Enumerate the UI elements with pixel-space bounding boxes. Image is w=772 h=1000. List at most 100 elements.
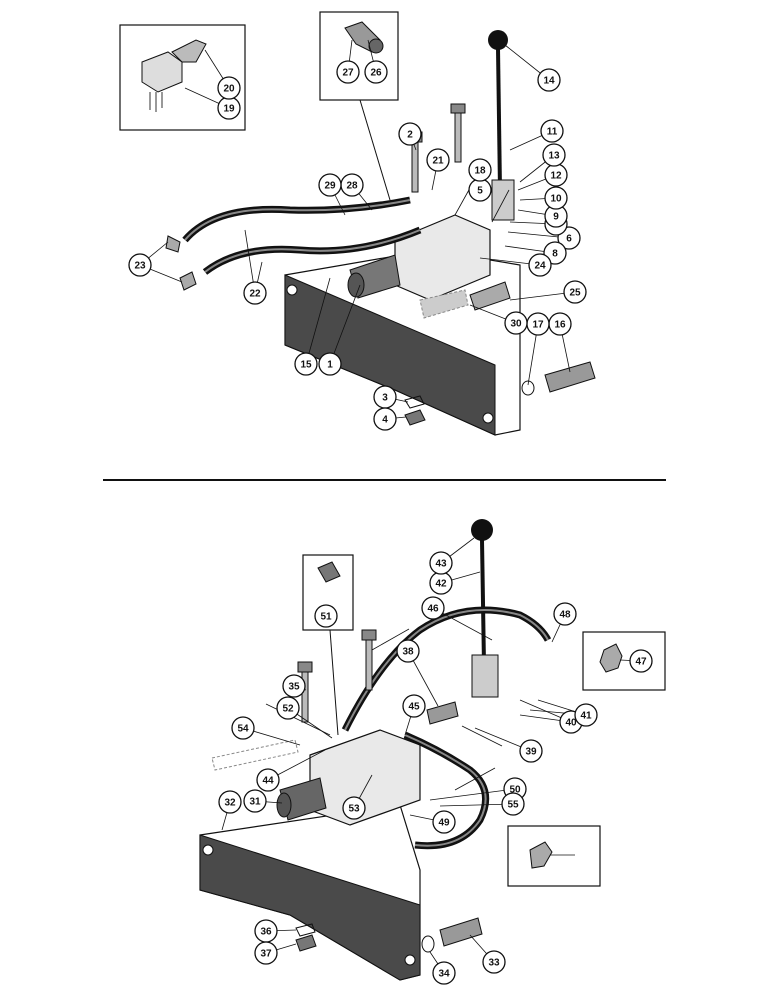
callout-label: 19 xyxy=(223,104,235,115)
callout-label: 53 xyxy=(348,804,360,815)
washer-34 xyxy=(421,935,435,953)
callout-label: 34 xyxy=(438,969,450,980)
callout-label: 44 xyxy=(262,776,274,787)
callout-label: 46 xyxy=(427,604,439,615)
control-lever-bottom xyxy=(480,539,486,666)
callout-35: 35 xyxy=(282,674,306,698)
bottom-assembly xyxy=(199,519,666,981)
callout-label: 42 xyxy=(435,579,447,590)
callout-label: 37 xyxy=(260,949,272,960)
callout-46: 46 xyxy=(421,596,445,620)
elbow-inset-lower xyxy=(529,841,553,869)
callout-label: 33 xyxy=(488,958,500,969)
lockwasher-3 xyxy=(404,395,425,409)
elbow-inset-upper xyxy=(599,643,623,673)
callout-36: 36 xyxy=(254,919,278,943)
callout-37: 37 xyxy=(254,941,278,965)
callout-28: 28 xyxy=(340,173,364,197)
callout-1: 1 xyxy=(318,352,342,376)
callout-17: 17 xyxy=(526,312,550,336)
callout-label: 43 xyxy=(435,559,447,570)
callout-41: 41 xyxy=(574,703,598,727)
lever-bracket-bottom xyxy=(471,654,499,698)
callout-label: 36 xyxy=(260,927,272,938)
callout-33: 33 xyxy=(482,950,506,974)
callout-label: 20 xyxy=(223,84,235,95)
elbow-fitting-inset xyxy=(141,39,207,112)
callout-19: 19 xyxy=(217,96,241,120)
callout-45: 45 xyxy=(402,694,426,718)
callout-label: 13 xyxy=(548,151,560,162)
callout-13: 13 xyxy=(542,143,566,167)
nut-37 xyxy=(295,934,317,952)
callout-label: 16 xyxy=(554,320,566,331)
callout-label: 50 xyxy=(509,785,521,796)
callout-2: 2 xyxy=(398,122,422,146)
inset-box-47-upper xyxy=(582,631,666,691)
callout-31: 31 xyxy=(243,789,267,813)
callout-21: 21 xyxy=(426,148,450,172)
fitting-54-phantom xyxy=(211,739,299,771)
base-plate-front-face xyxy=(284,274,496,436)
top-assembly xyxy=(119,11,596,436)
callout-47: 47 xyxy=(629,649,653,673)
inset-box-51 xyxy=(302,554,354,631)
callout-label: 17 xyxy=(532,320,544,331)
lockwasher-36 xyxy=(295,923,316,937)
callout-51: 51 xyxy=(314,604,338,628)
callout-label: 29 xyxy=(324,181,336,192)
callout-label: 51 xyxy=(320,612,332,623)
callout-label: 27 xyxy=(342,68,354,79)
callout-label: 25 xyxy=(569,288,581,299)
callout-22: 22 xyxy=(243,281,267,305)
fitting-25 xyxy=(469,281,511,311)
callout-label: 45 xyxy=(408,702,420,713)
callout-label: 48 xyxy=(559,610,571,621)
inset-box-47-lower xyxy=(507,825,601,887)
callout-label: 15 xyxy=(300,360,312,371)
bolt-16 xyxy=(544,361,596,393)
callout-10: 10 xyxy=(544,186,568,210)
callout-25: 25 xyxy=(563,280,587,304)
callout-label: 14 xyxy=(543,76,555,87)
callout-27: 27 xyxy=(336,60,360,84)
plug-inset xyxy=(317,561,341,583)
callout-label: 40 xyxy=(565,718,577,729)
callout-label: 55 xyxy=(507,800,519,811)
callout-label: 12 xyxy=(550,171,562,182)
callout-23: 23 xyxy=(128,253,152,277)
callout-label: 30 xyxy=(510,319,522,330)
nut-4 xyxy=(404,409,426,426)
callout-5: 5 xyxy=(468,178,492,202)
bolt-2 xyxy=(411,141,419,193)
bolt-35-right xyxy=(365,639,373,691)
callout-label: 24 xyxy=(534,261,546,272)
callout-label: 21 xyxy=(432,156,444,167)
callout-label: 5 xyxy=(477,186,483,197)
inset-leader xyxy=(359,99,391,201)
lever-knob-bottom xyxy=(471,519,493,541)
bolt-33 xyxy=(439,917,483,947)
callout-label: 22 xyxy=(249,289,261,300)
callout-24: 24 xyxy=(528,253,552,277)
callout-label: 11 xyxy=(547,127,558,138)
callout-label: 31 xyxy=(249,797,261,808)
callout-12: 12 xyxy=(544,163,568,187)
control-lever xyxy=(496,47,502,191)
callout-44: 44 xyxy=(256,768,280,792)
washer-17 xyxy=(521,380,535,396)
callout-32: 32 xyxy=(218,790,242,814)
callout-label: 9 xyxy=(553,212,559,223)
callout-34: 34 xyxy=(432,961,456,985)
callout-markers: 1234567891011121314151617181920212223242… xyxy=(128,60,653,985)
callout-label: 54 xyxy=(237,724,249,735)
callout-14: 14 xyxy=(537,68,561,92)
callout-label: 32 xyxy=(224,798,236,809)
bracket-38 xyxy=(426,701,459,725)
callout-20: 20 xyxy=(217,76,241,100)
callout-42: 42 xyxy=(429,571,453,595)
callout-48: 48 xyxy=(553,602,577,626)
callout-label: 47 xyxy=(635,657,647,668)
